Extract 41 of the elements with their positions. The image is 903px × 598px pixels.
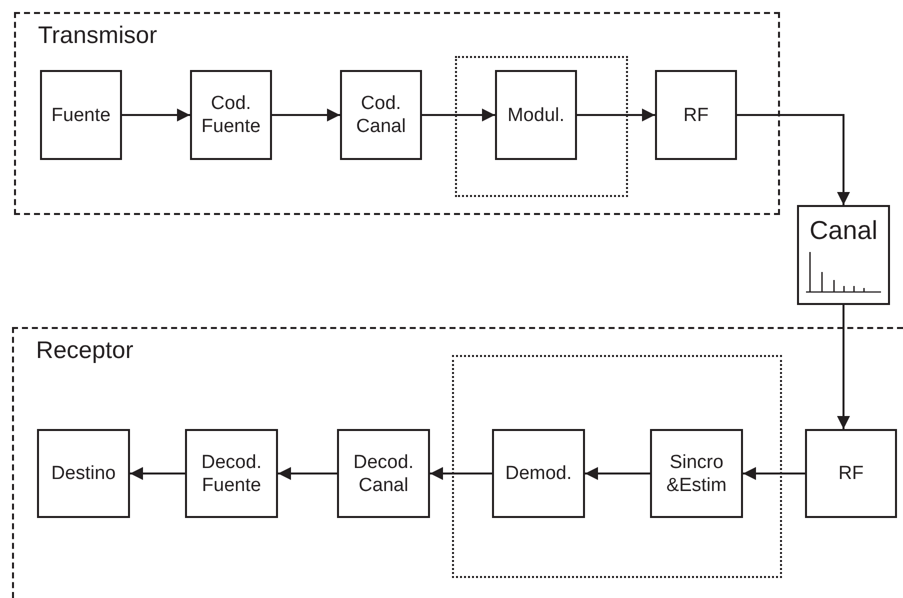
box-label: Cod. Fuente [200, 92, 262, 138]
process-box [40, 70, 122, 160]
arrow [272, 108, 340, 122]
group-title: Transmisor [38, 22, 158, 50]
process-box [492, 429, 585, 518]
arrow [737, 114, 850, 205]
arrow [278, 467, 337, 480]
box-label: Destino [50, 462, 117, 485]
box-label: RF [682, 104, 710, 126]
box-label: Decod. Canal [352, 450, 415, 496]
arrow [577, 108, 655, 122]
box-label: Demod. [504, 462, 573, 485]
group-box [12, 327, 903, 598]
box-label: Canal [810, 215, 878, 246]
process-box [655, 70, 737, 160]
arrow [122, 108, 190, 122]
arrow [430, 467, 492, 480]
process-box [190, 70, 272, 160]
dotted-box [452, 355, 782, 578]
process-box [37, 429, 130, 518]
box-label: Modul. [506, 104, 566, 126]
process-box [340, 70, 422, 160]
arrow [837, 305, 850, 429]
process-box [805, 429, 897, 518]
group-box [14, 12, 780, 215]
process-box [185, 429, 278, 518]
dotted-box [455, 56, 628, 197]
channel-box [797, 205, 890, 305]
box-label: Sincro &Estim [665, 450, 728, 496]
process-box [650, 429, 743, 518]
box-label: Cod. Canal [355, 92, 407, 138]
arrow [585, 467, 650, 480]
group-title: Receptor [36, 337, 134, 365]
arrow [422, 108, 495, 122]
arrow [130, 467, 185, 480]
box-label: Fuente [50, 104, 112, 126]
box-label: RF [837, 462, 865, 485]
process-box [337, 429, 430, 518]
process-box [495, 70, 577, 160]
arrow [743, 467, 805, 480]
box-label: Decod. Fuente [200, 450, 263, 496]
